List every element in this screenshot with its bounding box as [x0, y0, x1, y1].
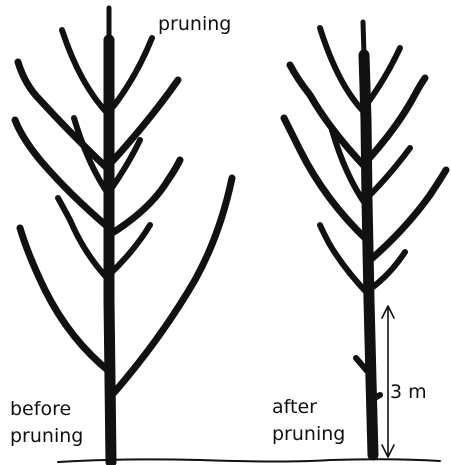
trunk	[109, 40, 111, 462]
diagram-title: pruning	[158, 13, 231, 35]
after-label-line1: after	[272, 396, 317, 418]
branch	[20, 228, 110, 372]
branch	[58, 198, 109, 280]
branch	[109, 80, 178, 165]
branch	[112, 178, 232, 395]
branch	[284, 118, 367, 240]
after-label-line2: pruning	[272, 423, 345, 445]
branch	[320, 28, 364, 112]
before-label-line2: pruning	[10, 425, 83, 447]
before-label-line1: before	[10, 398, 71, 420]
height-label: 3 m	[390, 381, 427, 403]
tree-before-pruning	[15, 8, 232, 462]
height-marker: 3 m	[382, 306, 427, 457]
branch	[62, 30, 109, 115]
branch	[109, 38, 152, 112]
